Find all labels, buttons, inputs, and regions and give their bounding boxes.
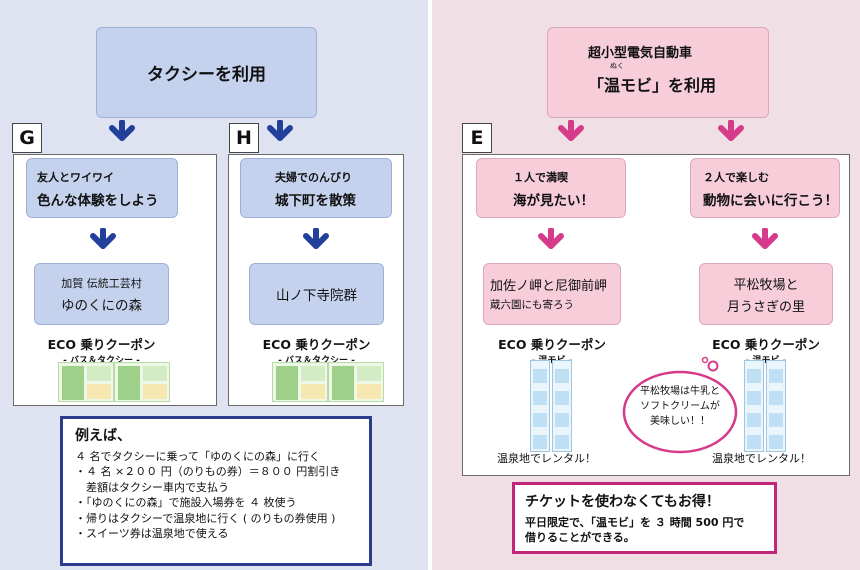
down-arrow-icon: [537, 228, 565, 256]
coupon-title: ECO 乗りクーポン: [712, 337, 820, 352]
down-arrow-icon: [302, 228, 330, 256]
route-label-g: G: [12, 123, 42, 153]
example-line: ・スイーツ券は温泉地で使える: [75, 527, 229, 540]
route-h-dest-line1: 山ノ下寺院群: [276, 288, 357, 304]
notice-box: チケットを使わなくてもお得！ 平日限定で、「温モビ」を ３ 時間 500 円で …: [512, 482, 777, 554]
example-line: 差額はタクシー車内で支払う: [75, 480, 229, 494]
panel-separator: [428, 0, 432, 570]
coupon-ticket-image: [58, 362, 114, 402]
down-arrow-icon: [557, 120, 585, 148]
route-g-line2: 色んな体験をしよう: [37, 193, 159, 209]
down-arrow-icon: [108, 120, 136, 148]
example-line: ・帰りはタクシーで温泉地に行く ( のりもの券使用 ): [75, 511, 336, 525]
notice-line: 平日限定で、「温モビ」を ３ 時間 500 円で: [525, 516, 745, 529]
route-h-line1: 夫婦でのんびり: [275, 171, 352, 184]
example-title: 例えば、: [75, 428, 131, 444]
route-label-h: H: [229, 123, 259, 153]
route-g-line1: 友人とワイワイ: [37, 171, 114, 184]
route-h-line2: 城下町を散策: [275, 193, 356, 209]
route-e2-line1: ２人で楽しむ: [703, 171, 769, 184]
route-e1-dest-line1: 加佐ノ岬と尼御前岬: [490, 279, 608, 294]
onmobi-header-ruby: ぬく: [610, 62, 624, 70]
route-h-destination: 山ノ下寺院群: [249, 263, 384, 325]
route-g-dest-line1: 加賀 伝統工芸村: [61, 276, 142, 290]
taxi-header: タクシーを利用: [96, 27, 317, 118]
notice-title: チケットを使わなくてもお得！: [525, 494, 720, 510]
down-arrow-icon: [717, 120, 745, 148]
route-e1-line2: 海が見たい！: [513, 193, 594, 209]
route-h-theme: 夫婦でのんびり 城下町を散策: [240, 158, 392, 218]
route-e1-dest-line2: 蔵六園にも寄ろう: [490, 299, 574, 311]
coupon-title: ECO 乗りクーポン: [262, 337, 371, 352]
down-arrow-icon: [751, 228, 779, 256]
example-line: ・４ 名 ×２００ 円（のりもの券）＝８００ 円割引き: [75, 465, 341, 478]
onmobi-header-line1: 超小型電気自動車: [588, 46, 693, 61]
example-line: ４ 名でタクシーに乗って「ゆのくにの森」に行く: [75, 449, 320, 463]
coupon-strip-image: [766, 360, 786, 452]
route-e2-line2: 動物に会いに行こう！: [703, 193, 838, 209]
taxi-header-text: タクシーを利用: [147, 65, 266, 85]
rental-note: 温泉地でレンタル！: [712, 452, 811, 465]
coupon-ticket-image: [114, 362, 170, 402]
bubble-line: 美味しい！！: [650, 416, 710, 427]
route-e2-dest-line2: 月うさぎの里: [726, 299, 805, 315]
route-e2-dest-line1: 平松牧場と: [733, 277, 799, 293]
coupon-strip-image: [552, 360, 572, 452]
bubble-line: 平松牧場は牛乳と: [640, 386, 720, 397]
route-e1-line1: １人で満喫: [513, 171, 568, 184]
notice-line: 借りることができる。: [525, 531, 635, 544]
down-arrow-icon: [266, 120, 294, 148]
example-line: ・「ゆのくにの森」で施設入場券を ４ 枚使う: [75, 496, 297, 509]
coupon-subtitle: - バス＆タクシー -: [63, 356, 140, 366]
coupon-strip-image: [530, 360, 550, 452]
onmobi-header-line2: 「温モビ」を利用: [588, 76, 717, 95]
coupon-ticket-image: [272, 362, 328, 402]
onmobi-header: 超小型電気自動車 ぬく 「温モビ」を利用: [547, 27, 769, 118]
example-box: 例えば、 ４ 名でタクシーに乗って「ゆのくにの森」に行く ・４ 名 ×２００ 円…: [60, 416, 372, 566]
speech-bubble: 平松牧場は牛乳と ソフトクリームが 美味しい！！: [620, 354, 740, 454]
rental-note: 温泉地でレンタル！: [497, 452, 596, 465]
route-e1-destination: 加佐ノ岬と尼御前岬 蔵六園にも寄ろう: [483, 263, 621, 325]
coupon-ticket-image: [328, 362, 384, 402]
coupon-strip-image: [744, 360, 764, 452]
route-e2-destination: 平松牧場と 月うさぎの里: [699, 263, 833, 325]
route-g-dest-line2: ゆのくにの森: [61, 297, 142, 314]
down-arrow-icon: [89, 228, 117, 256]
route-label-e: E: [462, 123, 492, 153]
route-e2-theme: ２人で楽しむ 動物に会いに行こう！: [690, 158, 840, 218]
route-h-coupon: ECO 乗りクーポン - バス＆タクシー -: [249, 334, 384, 366]
route-g-theme: 友人とワイワイ 色んな体験をしよう: [26, 158, 178, 218]
coupon-subtitle: - バス＆タクシー -: [278, 356, 355, 366]
route-e1-theme: １人で満喫 海が見たい！: [476, 158, 626, 218]
route-g-destination: 加賀 伝統工芸村 ゆのくにの森: [34, 263, 169, 325]
route-g-coupon: ECO 乗りクーポン - バス＆タクシー -: [34, 334, 169, 366]
coupon-title: ECO 乗りクーポン: [498, 337, 606, 352]
bubble-line: ソフトクリームが: [640, 401, 720, 412]
coupon-title: ECO 乗りクーポン: [47, 337, 156, 352]
